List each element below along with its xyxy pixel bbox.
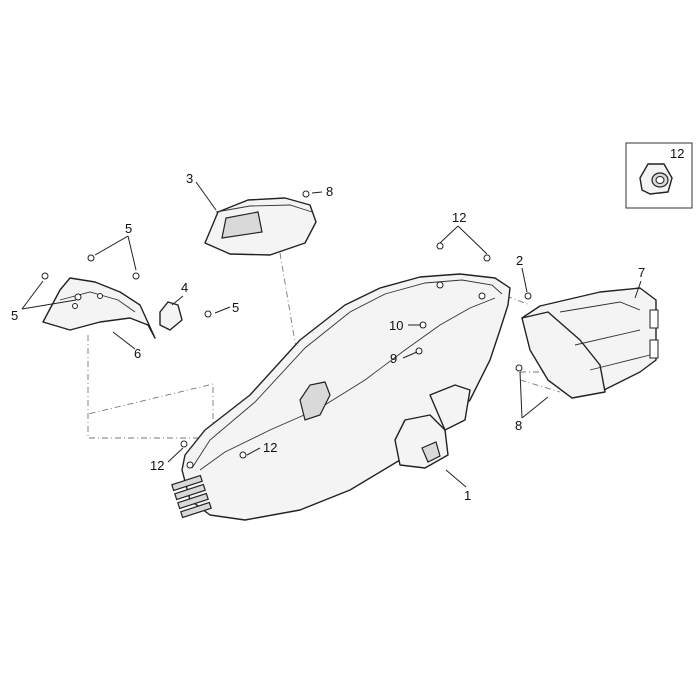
front-vents <box>171 474 212 519</box>
callout-6: 6 <box>134 346 141 361</box>
lens-cover-part <box>204 197 317 256</box>
screws <box>41 190 532 459</box>
callout-10: 10 <box>389 318 403 333</box>
callout-12-top: 12 <box>452 210 466 225</box>
callout-5-top: 5 <box>125 221 132 236</box>
callout-7: 7 <box>638 265 645 280</box>
callout-8-top: 8 <box>326 184 333 199</box>
callout-8-right: 8 <box>515 418 522 433</box>
callout-1: 1 <box>464 488 471 503</box>
rear-tray-part <box>521 287 659 399</box>
side-bracket-part <box>42 277 156 339</box>
clip-part <box>159 301 183 331</box>
callout-9: 9 <box>390 351 397 366</box>
callout-5-right: 5 <box>232 300 239 315</box>
callout-12-inset: 12 <box>670 146 684 161</box>
callout-12-mid: 12 <box>263 440 277 455</box>
callout-2: 2 <box>516 253 523 268</box>
callout-12-left: 12 <box>150 458 164 473</box>
callout-labels: 3 8 5 5 4 5 6 12 2 7 10 9 8 1 12 12 12 <box>11 146 684 503</box>
leader-lines <box>21 181 642 488</box>
storage-compartment-part <box>171 273 511 521</box>
callout-3: 3 <box>186 171 193 186</box>
callout-5-left: 5 <box>11 308 18 323</box>
callout-4: 4 <box>181 280 188 295</box>
inset-detail-box <box>625 142 693 209</box>
